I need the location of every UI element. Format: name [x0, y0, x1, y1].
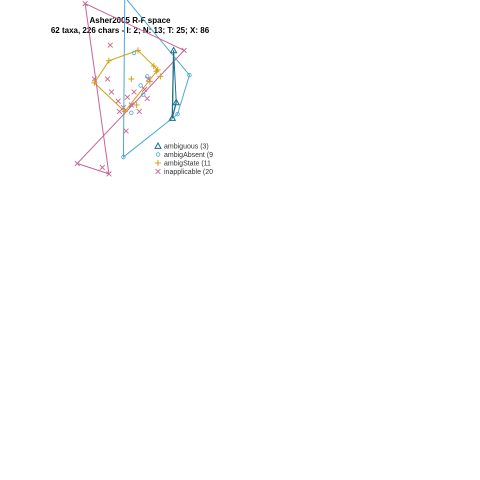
- point-series-3-7: [136, 108, 142, 115]
- legend-marker-0: [154, 141, 162, 149]
- legend: ambiguous (3)ambigAbsent (9 ambigState (1…: [154, 141, 213, 176]
- point-series-3-17: [123, 128, 129, 134]
- legend-label-0: ambiguous (3): [164, 144, 209, 151]
- point-series-3-1: [107, 42, 113, 48]
- point-series-2-3: [154, 66, 161, 73]
- point-series-1-8: [138, 83, 143, 88]
- point-series-3-8: [128, 102, 135, 108]
- point-series-3-0: [82, 0, 88, 7]
- point-series-3-10: [141, 86, 148, 93]
- legend-label-2: ambigState (11: [164, 161, 211, 168]
- point-series-2-9: [128, 76, 135, 82]
- point-series-3-11: [145, 76, 152, 82]
- point-series-2-1: [105, 57, 112, 64]
- point-series-3-9: [124, 94, 131, 100]
- legend-marker-3: [155, 168, 161, 175]
- point-series-3-5: [106, 171, 112, 177]
- point-series-3-13: [120, 104, 127, 111]
- legend-marker-1: [155, 152, 161, 157]
- chart-subtitle: 62 taxa, 226 chars - I: 2; N: 13; T: 25;…: [51, 26, 210, 35]
- point-series-2-4: [146, 78, 153, 85]
- point-series-3-14: [115, 98, 121, 104]
- series-points: [74, 0, 192, 177]
- point-series-3-16: [108, 89, 115, 95]
- point-series-0-2: [168, 113, 177, 121]
- legend-marker-2: [155, 160, 161, 166]
- legend-label-3: inapplicable (20: [164, 169, 213, 176]
- point-series-3-4: [74, 160, 80, 167]
- point-series-0-1: [172, 98, 181, 106]
- point-series-1-3: [187, 72, 192, 78]
- point-series-2-8: [150, 63, 157, 69]
- legend-label-1: ambigAbsent (9: [164, 152, 213, 159]
- point-series-1-5: [141, 92, 146, 97]
- point-series-2-2: [134, 47, 141, 54]
- point-series-3-3: [181, 47, 187, 54]
- point-series-1-6: [121, 154, 126, 160]
- point-series-3-15: [104, 76, 111, 82]
- chart-title: Asher2005 R-F space: [90, 16, 171, 25]
- path-series-0: [171, 50, 177, 119]
- hull-series-1: [122, 0, 190, 159]
- point-series-1-7: [175, 111, 180, 117]
- point-series-3-2: [91, 76, 98, 82]
- point-series-2-7: [133, 102, 140, 108]
- point-series-2-0: [91, 79, 98, 86]
- point-series-3-6: [131, 89, 137, 95]
- point-series-2-5: [153, 68, 160, 75]
- hull-series-2: [93, 49, 159, 113]
- point-series-0-0: [169, 46, 178, 54]
- series-paths: [171, 50, 177, 119]
- point-series-1-1: [131, 50, 137, 56]
- point-series-3-19: [99, 164, 106, 171]
- point-series-1-4: [129, 110, 134, 115]
- point-series-2-10: [157, 73, 164, 80]
- point-series-3-18: [144, 95, 150, 102]
